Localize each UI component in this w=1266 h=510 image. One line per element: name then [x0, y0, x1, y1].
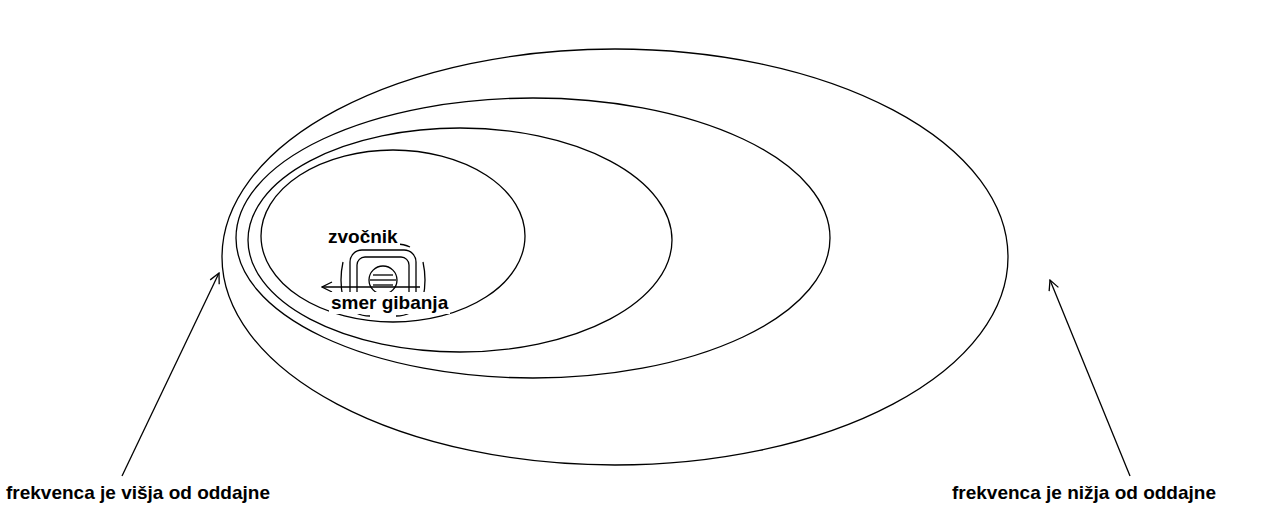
part-name: zvočnik: [326, 226, 400, 248]
leader-line: [1050, 280, 1130, 476]
motion-label: smer gibanja: [329, 292, 450, 314]
wavefront: [261, 150, 525, 322]
motion-arrow: [322, 286, 420, 287]
wavefront: [248, 128, 672, 352]
annotation: frekvenca je višja od oddajne: [4, 482, 272, 504]
wavefront: [236, 98, 830, 378]
wavefront: [222, 49, 1008, 465]
leader-line: [122, 273, 219, 476]
annotation: frekvenca je nižja od oddajne: [950, 482, 1218, 504]
